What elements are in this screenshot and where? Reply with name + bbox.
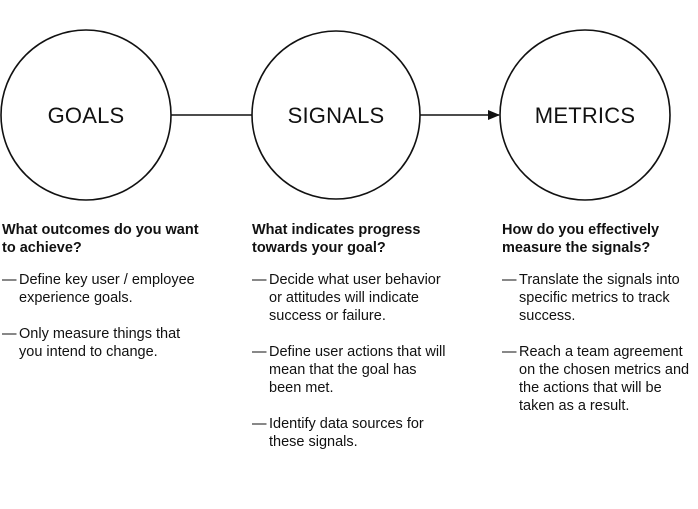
signals-question: What indicates progress towards your goa… <box>252 222 421 256</box>
goals-circle <box>0 29 172 201</box>
signals-bullet: Decide what user behavior or attitudes w… <box>252 271 452 325</box>
goals-bullet: Define key user / employee experience go… <box>2 271 202 307</box>
signals-bullet: Define user actions that will mean that … <box>252 343 452 397</box>
metrics-bullet-list: Translate the signals into specific metr… <box>502 271 698 415</box>
metrics-bullet: Translate the signals into specific metr… <box>502 271 698 325</box>
goals-column: What outcomes do you want to achieve? De… <box>2 221 202 379</box>
goals-label: GOALS <box>48 103 125 128</box>
metrics-column: How do you effectively measure the signa… <box>502 221 698 433</box>
signals-column: What indicates progress towards your goa… <box>252 221 452 469</box>
metrics-question: How do you effectively measure the signa… <box>502 222 660 256</box>
metrics-label: METRICS <box>535 103 635 128</box>
metrics-circle <box>499 29 671 201</box>
signals-circle <box>251 30 421 200</box>
goals-bullet: Only measure things that you intend to c… <box>2 325 202 361</box>
signals-bullet-list: Decide what user behavior or attitudes w… <box>252 271 452 451</box>
signals-label: SIGNALS <box>288 103 385 128</box>
goals-question: What outcomes do you want to achieve? <box>2 222 199 256</box>
metrics-bullet: Reach a team agreement on the chosen met… <box>502 343 698 415</box>
goals-bullet-list: Define key user / employee experience go… <box>2 271 202 361</box>
signals-bullet: Identify data sources for these signals. <box>252 415 452 451</box>
